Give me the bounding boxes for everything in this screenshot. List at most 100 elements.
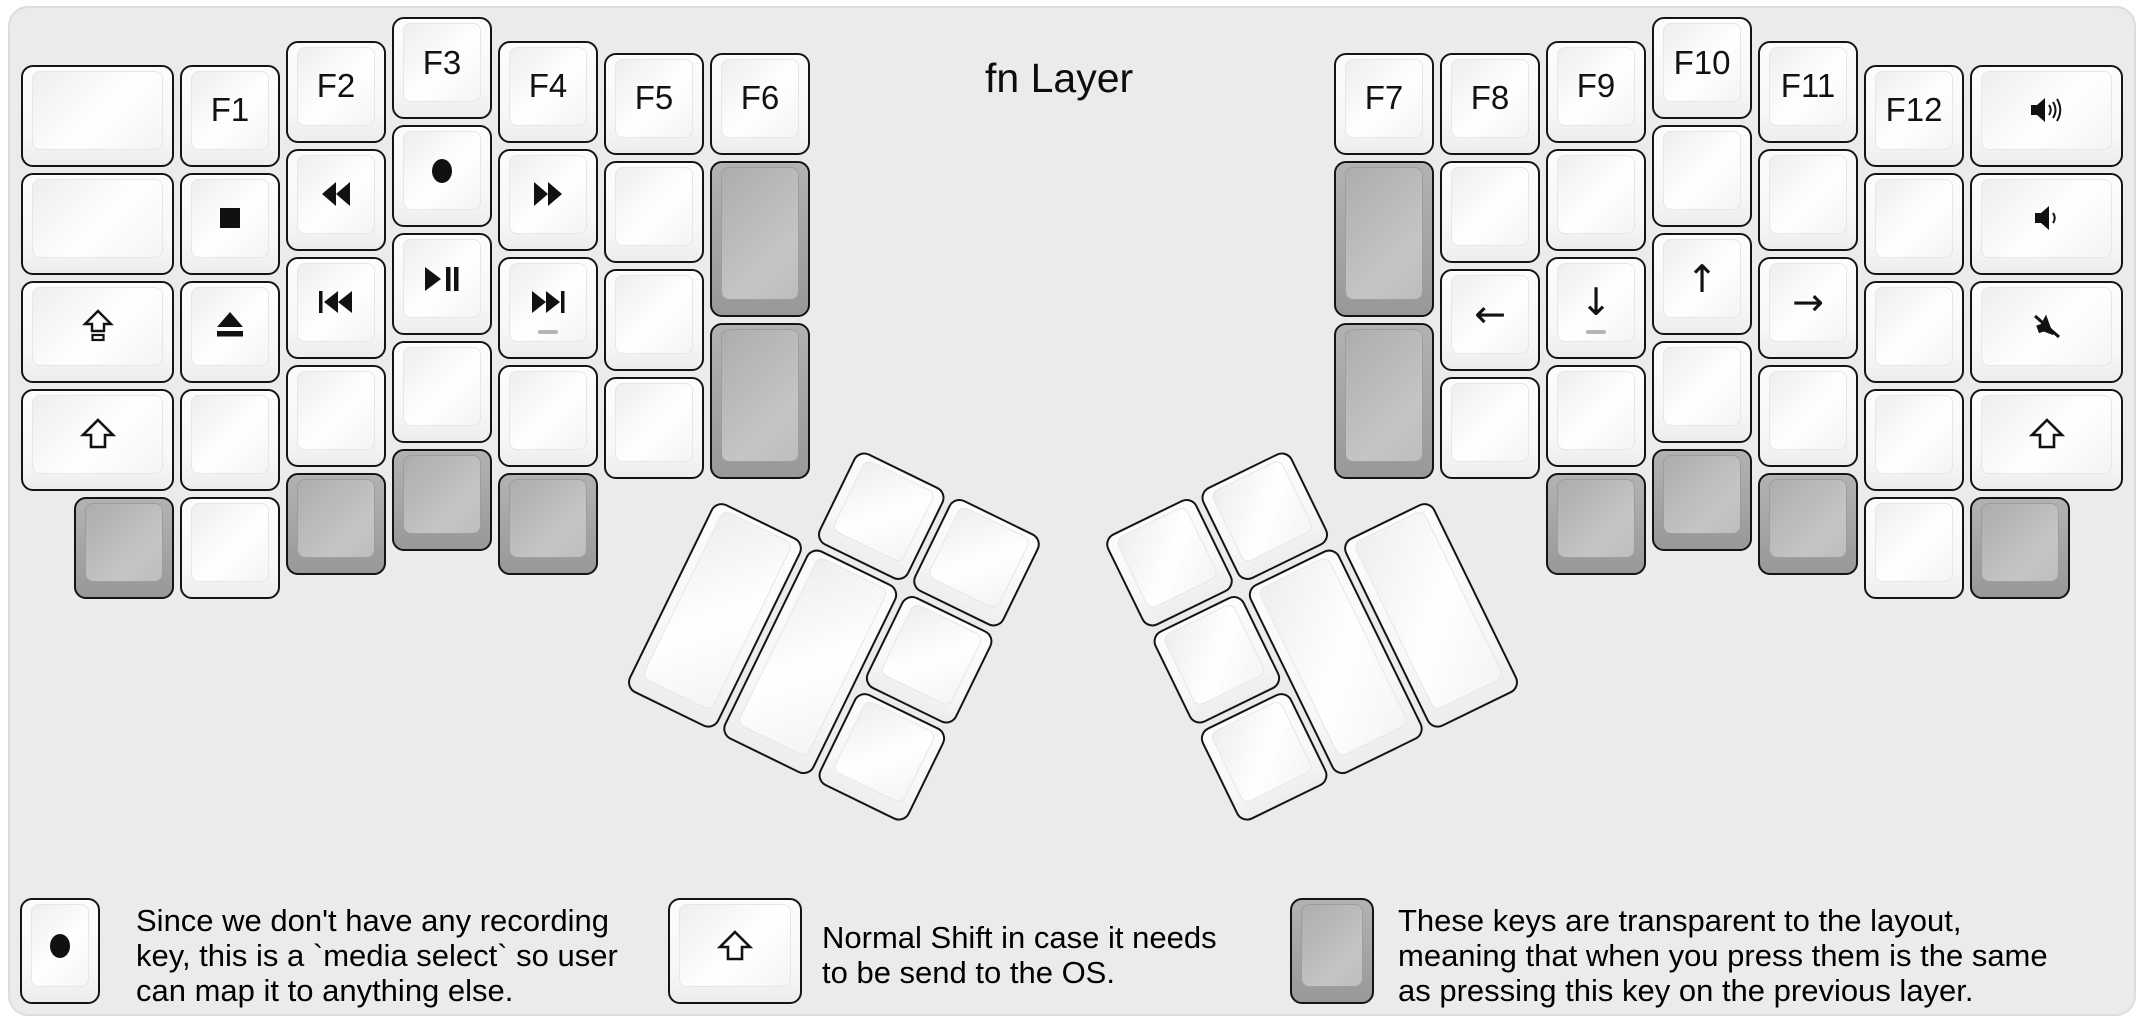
- key-transparent[interactable]: [74, 496, 174, 599]
- keycap-face: [1209, 699, 1315, 805]
- key-blank[interactable]: [604, 268, 704, 371]
- key-play-pause[interactable]: [392, 233, 492, 335]
- caps-lock-icon: [76, 309, 120, 343]
- key-f11[interactable]: F11: [1758, 40, 1858, 143]
- key-transparent[interactable]: [1652, 449, 1752, 551]
- key-arrow-right[interactable]: →: [1758, 256, 1858, 359]
- key-blank[interactable]: [1440, 376, 1540, 479]
- keycap-face: F7: [1345, 58, 1423, 138]
- key-blank[interactable]: [21, 64, 174, 167]
- key-transparent[interactable]: [1970, 496, 2070, 599]
- keycap-face: ↑: [1663, 239, 1741, 318]
- key-blank[interactable]: [604, 160, 704, 263]
- keycap-face: [1557, 154, 1635, 234]
- keycap-face: [297, 370, 375, 450]
- key-label: F7: [1364, 79, 1404, 117]
- key-blank[interactable]: [180, 496, 280, 599]
- key-f1[interactable]: F1: [180, 64, 280, 167]
- keycap-face: F12: [1875, 70, 1953, 150]
- keycap-face: [721, 166, 799, 300]
- key-transparent[interactable]: [498, 472, 598, 575]
- key-blank[interactable]: [1652, 125, 1752, 227]
- key-blank[interactable]: [1864, 496, 1964, 599]
- key-arrow-up[interactable]: ↑: [1652, 233, 1752, 335]
- key-label: F6: [740, 79, 780, 117]
- legend-record-key: [20, 898, 100, 1004]
- volume-up-icon: [2025, 94, 2069, 126]
- key-volume-up[interactable]: [1970, 64, 2123, 167]
- key-blank[interactable]: [1652, 341, 1752, 443]
- key-f8[interactable]: F8: [1440, 52, 1540, 155]
- key-blank[interactable]: [1864, 388, 1964, 491]
- key-f7[interactable]: F7: [1334, 52, 1434, 155]
- key-arrow-left[interactable]: ←: [1440, 268, 1540, 371]
- key-f10[interactable]: F10: [1652, 17, 1752, 119]
- key-label: F11: [1780, 67, 1836, 105]
- key-transparent[interactable]: [710, 160, 810, 317]
- key-blank[interactable]: [21, 172, 174, 275]
- key-blank[interactable]: [498, 364, 598, 467]
- keycap-face: [721, 328, 799, 462]
- keycap-face: [32, 286, 163, 366]
- key-blank[interactable]: [1758, 364, 1858, 467]
- key-record[interactable]: [392, 125, 492, 227]
- key-transparent[interactable]: [710, 322, 810, 479]
- key-transparent[interactable]: [392, 449, 492, 551]
- keycap-face: ↓: [1557, 262, 1635, 342]
- key-transparent[interactable]: [1334, 160, 1434, 317]
- key-blank[interactable]: [1864, 172, 1964, 275]
- key-blank[interactable]: [286, 364, 386, 467]
- key-blank[interactable]: [1864, 280, 1964, 383]
- keycap-face: [1769, 478, 1847, 558]
- key-mute[interactable]: [1970, 280, 2123, 383]
- key-shift[interactable]: [1970, 388, 2123, 491]
- key-f6[interactable]: F6: [710, 52, 810, 155]
- skip-back-icon: [314, 286, 358, 318]
- keycap-face: [32, 178, 163, 258]
- keycap-face: [1981, 286, 2112, 366]
- keycap-face: [1875, 178, 1953, 258]
- key-caps-lock[interactable]: [21, 280, 174, 383]
- key-blank[interactable]: [1546, 364, 1646, 467]
- keycap-face: [879, 602, 984, 708]
- page-title: fn Layer: [985, 55, 1134, 101]
- key-arrow-down[interactable]: ↓: [1546, 256, 1646, 359]
- key-blank[interactable]: [1546, 148, 1646, 251]
- keycap-face: F5: [615, 58, 693, 138]
- key-blank[interactable]: [392, 341, 492, 443]
- keycap-face: [403, 347, 481, 426]
- key-f2[interactable]: F2: [286, 40, 386, 143]
- key-transparent[interactable]: [1334, 322, 1434, 479]
- key-f5[interactable]: F5: [604, 52, 704, 155]
- key-skip-forward[interactable]: [498, 256, 598, 359]
- key-transparent[interactable]: [1546, 472, 1646, 575]
- key-f4[interactable]: F4: [498, 40, 598, 143]
- key-eject[interactable]: [180, 280, 280, 383]
- key-f9[interactable]: F9: [1546, 40, 1646, 143]
- key-label: F9: [1576, 67, 1616, 105]
- key-rewind[interactable]: [286, 148, 386, 251]
- keycap-face: [191, 502, 269, 582]
- key-blank[interactable]: [1758, 148, 1858, 251]
- stop-icon: [208, 202, 252, 234]
- key-shift[interactable]: [21, 388, 174, 491]
- key-transparent[interactable]: [286, 472, 386, 575]
- keycap-face: [1769, 370, 1847, 450]
- homing-bar: [538, 329, 558, 334]
- key-blank[interactable]: [180, 388, 280, 491]
- key-f3[interactable]: F3: [392, 17, 492, 119]
- key-stop[interactable]: [180, 172, 280, 275]
- keycap-face: F10: [1663, 23, 1741, 102]
- key-volume-down[interactable]: [1970, 172, 2123, 275]
- key-blank[interactable]: [1440, 160, 1540, 263]
- key-transparent[interactable]: [1758, 472, 1858, 575]
- key-skip-back[interactable]: [286, 256, 386, 359]
- keycap-face: [1345, 166, 1423, 300]
- keycap-face: [1557, 478, 1635, 558]
- keycap-face: F4: [509, 46, 587, 126]
- key-f12[interactable]: F12: [1864, 64, 1964, 167]
- legend-transparent-text: These keys are transparent to the layout…: [1398, 903, 2048, 1008]
- key-blank[interactable]: [604, 376, 704, 479]
- keycap-face: [1875, 394, 1953, 474]
- key-fast-forward[interactable]: [498, 148, 598, 251]
